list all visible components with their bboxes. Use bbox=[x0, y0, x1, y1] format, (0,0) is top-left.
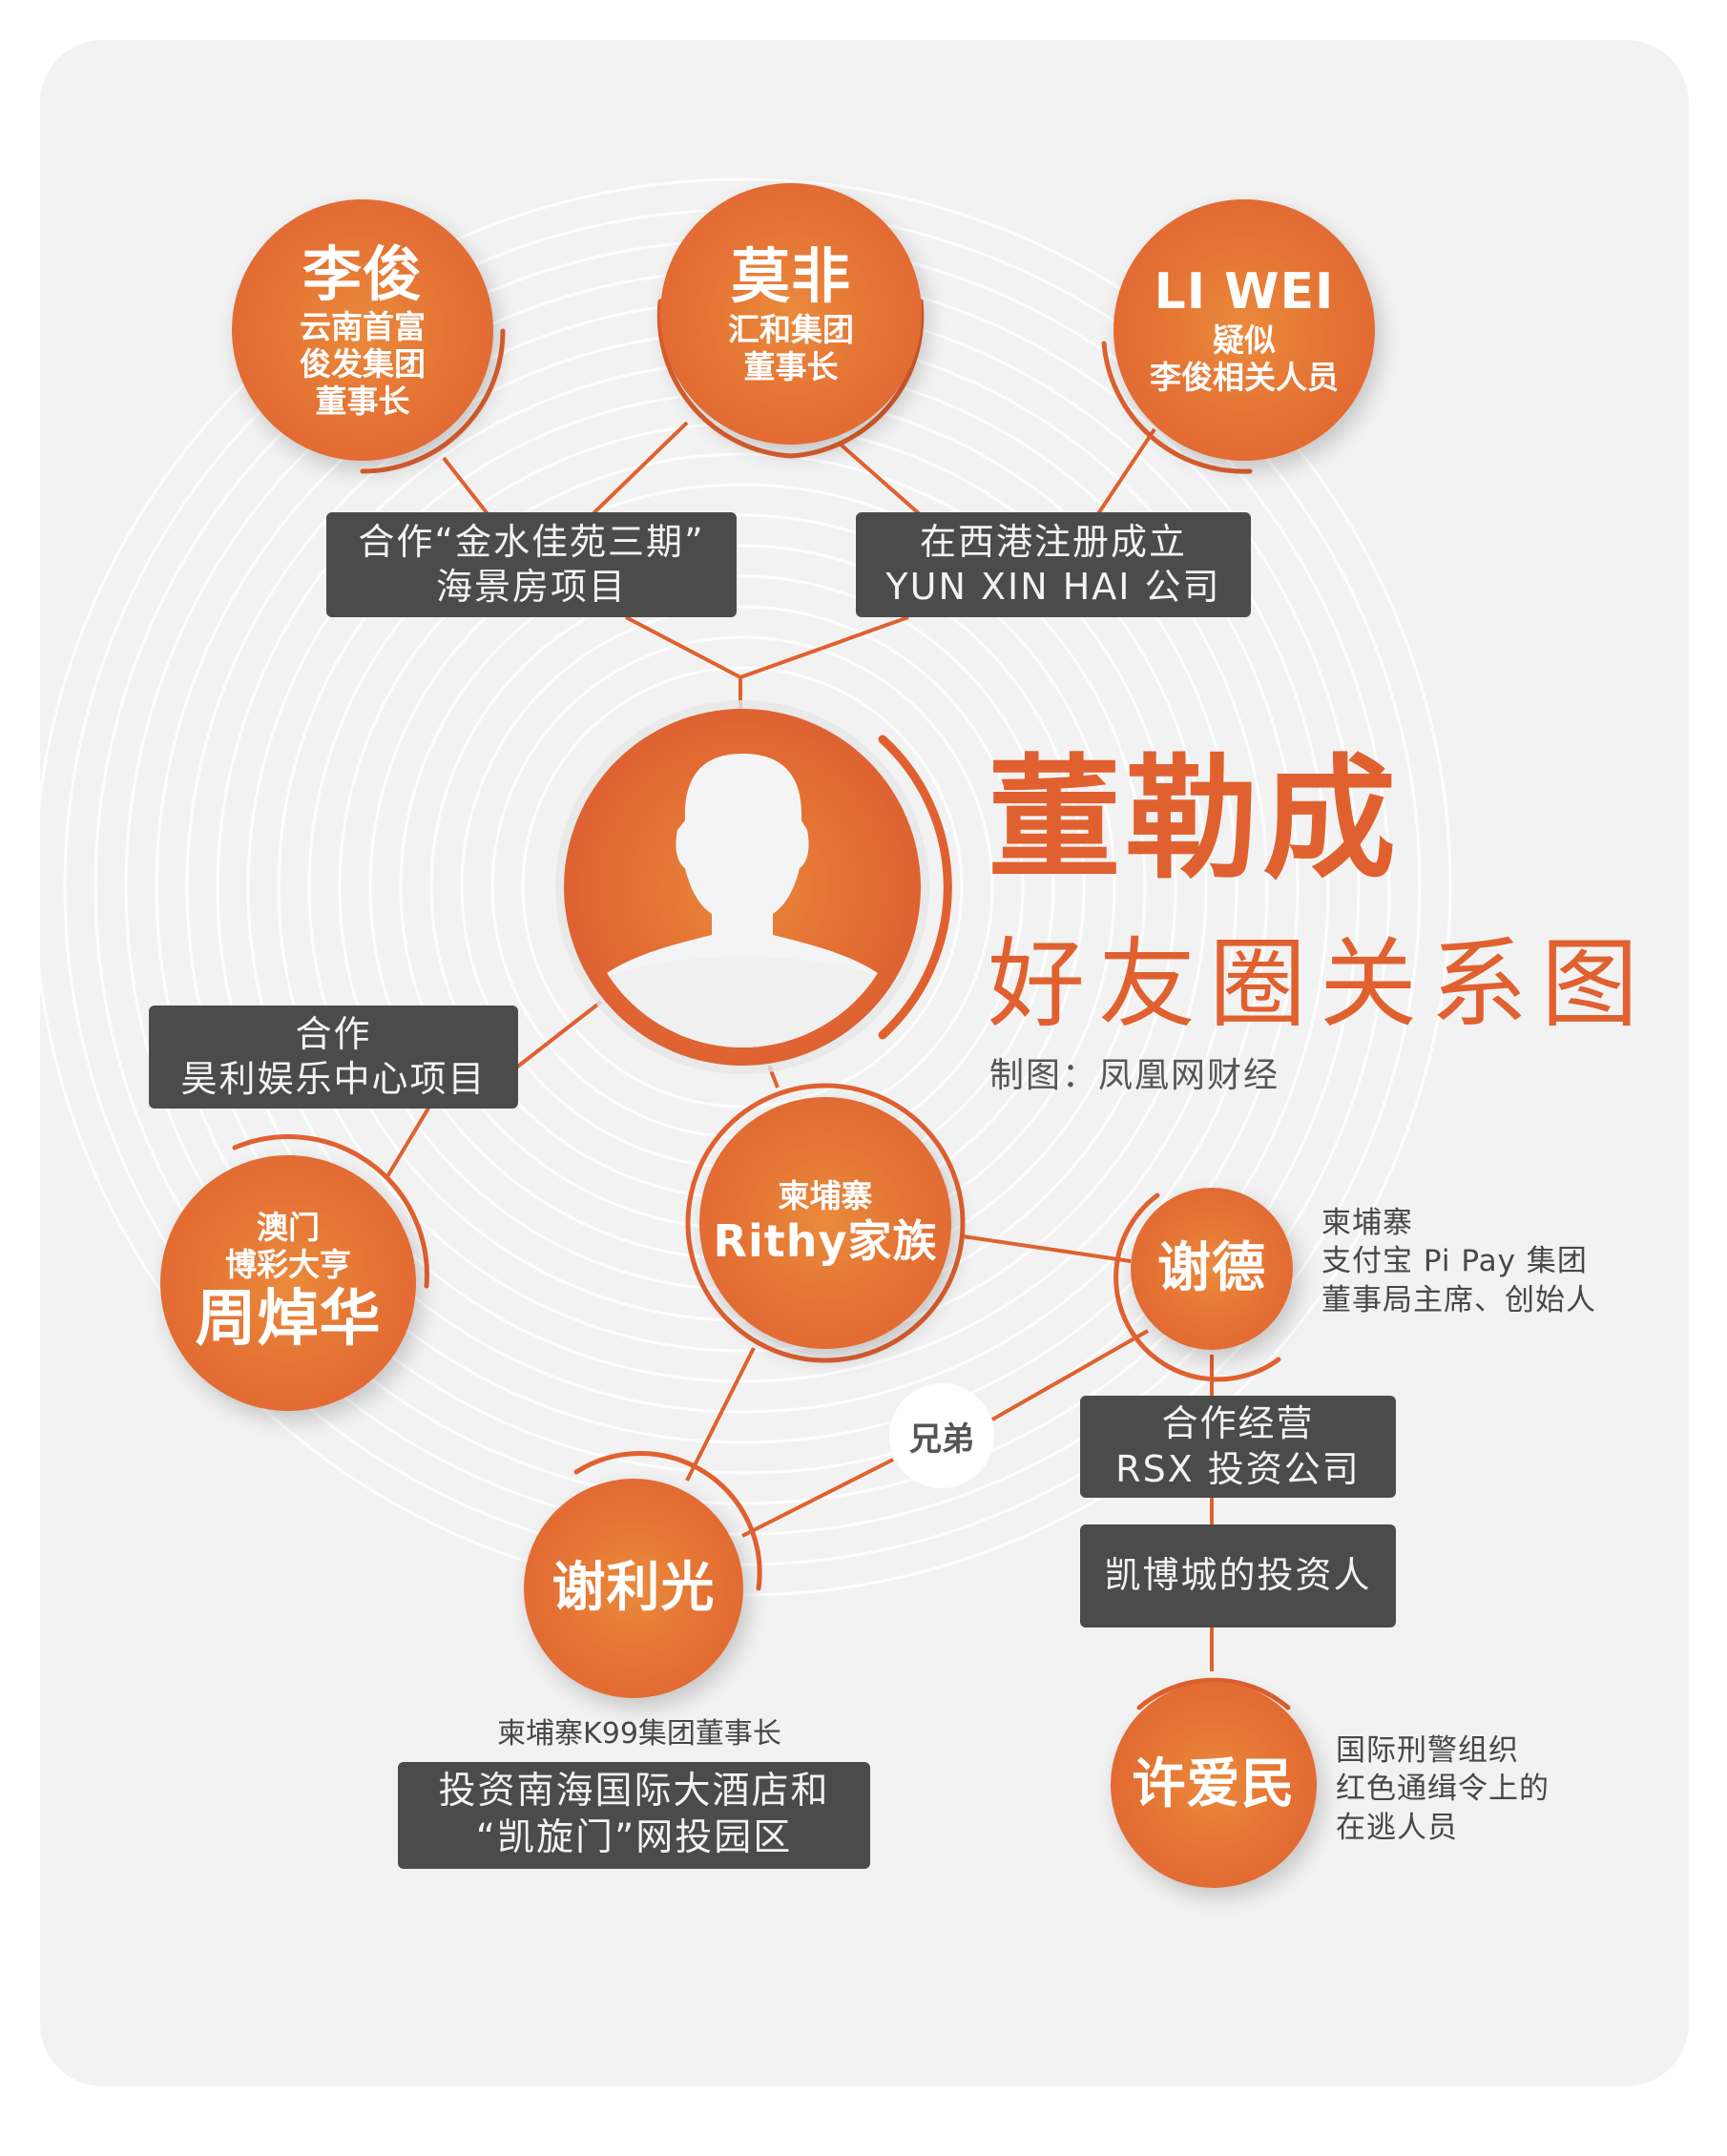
box-line: 凯博城的投资人 bbox=[1104, 1554, 1372, 1597]
node-xieliguang: 谢利光 bbox=[524, 1479, 743, 1698]
brothers-badge: 兄弟 bbox=[889, 1383, 994, 1488]
node-desc-line: 疑似 bbox=[1213, 321, 1276, 359]
node-name: LI WEI bbox=[1154, 263, 1335, 321]
box-line: 合作经营 bbox=[1161, 1402, 1315, 1444]
box-line: 在西港注册成立 bbox=[919, 520, 1187, 563]
node-desc-line: 云南首富 bbox=[300, 308, 426, 346]
box-line: 海景房项目 bbox=[435, 566, 627, 608]
node-lijun: 李俊 云南首富 俊发集团 董事长 bbox=[232, 199, 493, 461]
center-avatar-node bbox=[555, 700, 929, 1074]
node-desc-line: 董事长 bbox=[315, 383, 410, 421]
node-name: 莫非 bbox=[730, 241, 851, 312]
relation-box-kaibo: 凯博城的投资人 bbox=[1080, 1524, 1396, 1627]
box-line: 投资南海国际大酒店和 bbox=[438, 1770, 830, 1814]
node-name: 谢利光 bbox=[551, 1556, 716, 1619]
box-line: 昊利娱乐中心项目 bbox=[180, 1058, 487, 1100]
node-desc-line: 博彩大亨 bbox=[225, 1246, 351, 1284]
node-desc-line: 董事长 bbox=[743, 347, 839, 385]
node-zhou: 澳门 博彩大亨 周焯华 bbox=[160, 1155, 416, 1411]
node-xiede: 谢德 bbox=[1131, 1188, 1293, 1350]
relation-box-haoli: 合作 昊利娱乐中心项目 bbox=[149, 1005, 518, 1109]
page-title: 董勒成 bbox=[988, 742, 1401, 898]
note-line: 红色通缉令上的 bbox=[1336, 1772, 1550, 1807]
note-xuaimin: 国际刑警组织 红色通缉令上的 在逃人员 bbox=[1336, 1731, 1550, 1847]
connector-lines bbox=[385, 421, 1214, 1671]
node-desc-line: 俊发集团 bbox=[300, 345, 426, 384]
relation-box-rsx: 合作经营 RSX 投资公司 bbox=[1080, 1396, 1396, 1498]
node-name: 许爱民 bbox=[1132, 1752, 1296, 1815]
relation-box-yunxinhai: 在西港注册成立 YUN XIN HAI 公司 bbox=[856, 512, 1251, 617]
node-name: 谢德 bbox=[1157, 1236, 1266, 1299]
node-rithy: 柬埔寨 Rithy家族 bbox=[699, 1097, 951, 1349]
node-xuaimin: 许爱民 bbox=[1111, 1682, 1317, 1888]
node-desc-line: 汇和集团 bbox=[728, 310, 854, 348]
node-desc-line: 李俊相关人员 bbox=[1150, 358, 1339, 396]
relation-box-nanhai: 投资南海国际大酒店和 “凯旋门”网投园区 bbox=[398, 1762, 870, 1869]
node-desc-line: 澳门 bbox=[257, 1209, 320, 1247]
box-line: YUN XIN HAI 公司 bbox=[885, 566, 1221, 608]
node-name: 周焯华 bbox=[195, 1284, 382, 1356]
note-line: 支付宝 Pi Pay 集团 bbox=[1321, 1244, 1588, 1279]
node-mofei: 莫非 汇和集团 董事长 bbox=[660, 183, 922, 445]
note-line: 柬埔寨 bbox=[1321, 1206, 1413, 1240]
node-name: Rithy家族 bbox=[713, 1215, 938, 1268]
decorative-arcs bbox=[232, 299, 1291, 1710]
note-xiede: 柬埔寨 支付宝 Pi Pay 集团 董事局主席、创始人 bbox=[1321, 1204, 1596, 1319]
page-subtitle: 好友圈关系图 bbox=[988, 928, 1652, 1042]
credit-line: 制图：凤凰网财经 bbox=[989, 1056, 1280, 1095]
node-name: 李俊 bbox=[302, 239, 423, 310]
box-line: RSX 投资公司 bbox=[1115, 1447, 1361, 1490]
node-desc-line: 柬埔寨 bbox=[778, 1177, 873, 1215]
box-line: “凯旋门”网投园区 bbox=[475, 1816, 793, 1859]
box-line: 合作 bbox=[295, 1012, 372, 1055]
note-line: 国际刑警组织 bbox=[1336, 1733, 1519, 1768]
node-liwei: LI WEI 疑似 李俊相关人员 bbox=[1113, 199, 1375, 461]
note-line: 董事局主席、创始人 bbox=[1321, 1282, 1596, 1317]
relation-box-jinshui: 合作“金水佳苑三期” 海景房项目 bbox=[326, 512, 737, 617]
box-line: 合作“金水佳苑三期” bbox=[358, 520, 705, 563]
note-xieliguang: 柬埔寨K99集团董事长 bbox=[497, 1717, 781, 1751]
note-line: 在逃人员 bbox=[1336, 1810, 1458, 1845]
